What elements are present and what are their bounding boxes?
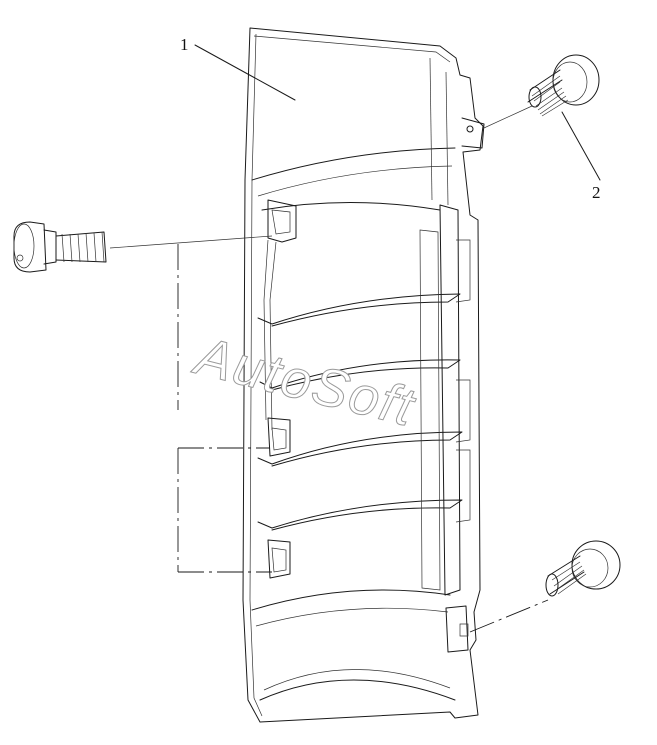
screw-bottom-right bbox=[545, 540, 621, 597]
callout-part-1: 1 bbox=[180, 35, 189, 54]
trim-panel bbox=[242, 27, 485, 723]
callout-part-2: 2 bbox=[592, 183, 601, 202]
bolt-left bbox=[13, 221, 107, 273]
leader-lines bbox=[109, 44, 601, 633]
screw-top-right bbox=[527, 54, 600, 117]
